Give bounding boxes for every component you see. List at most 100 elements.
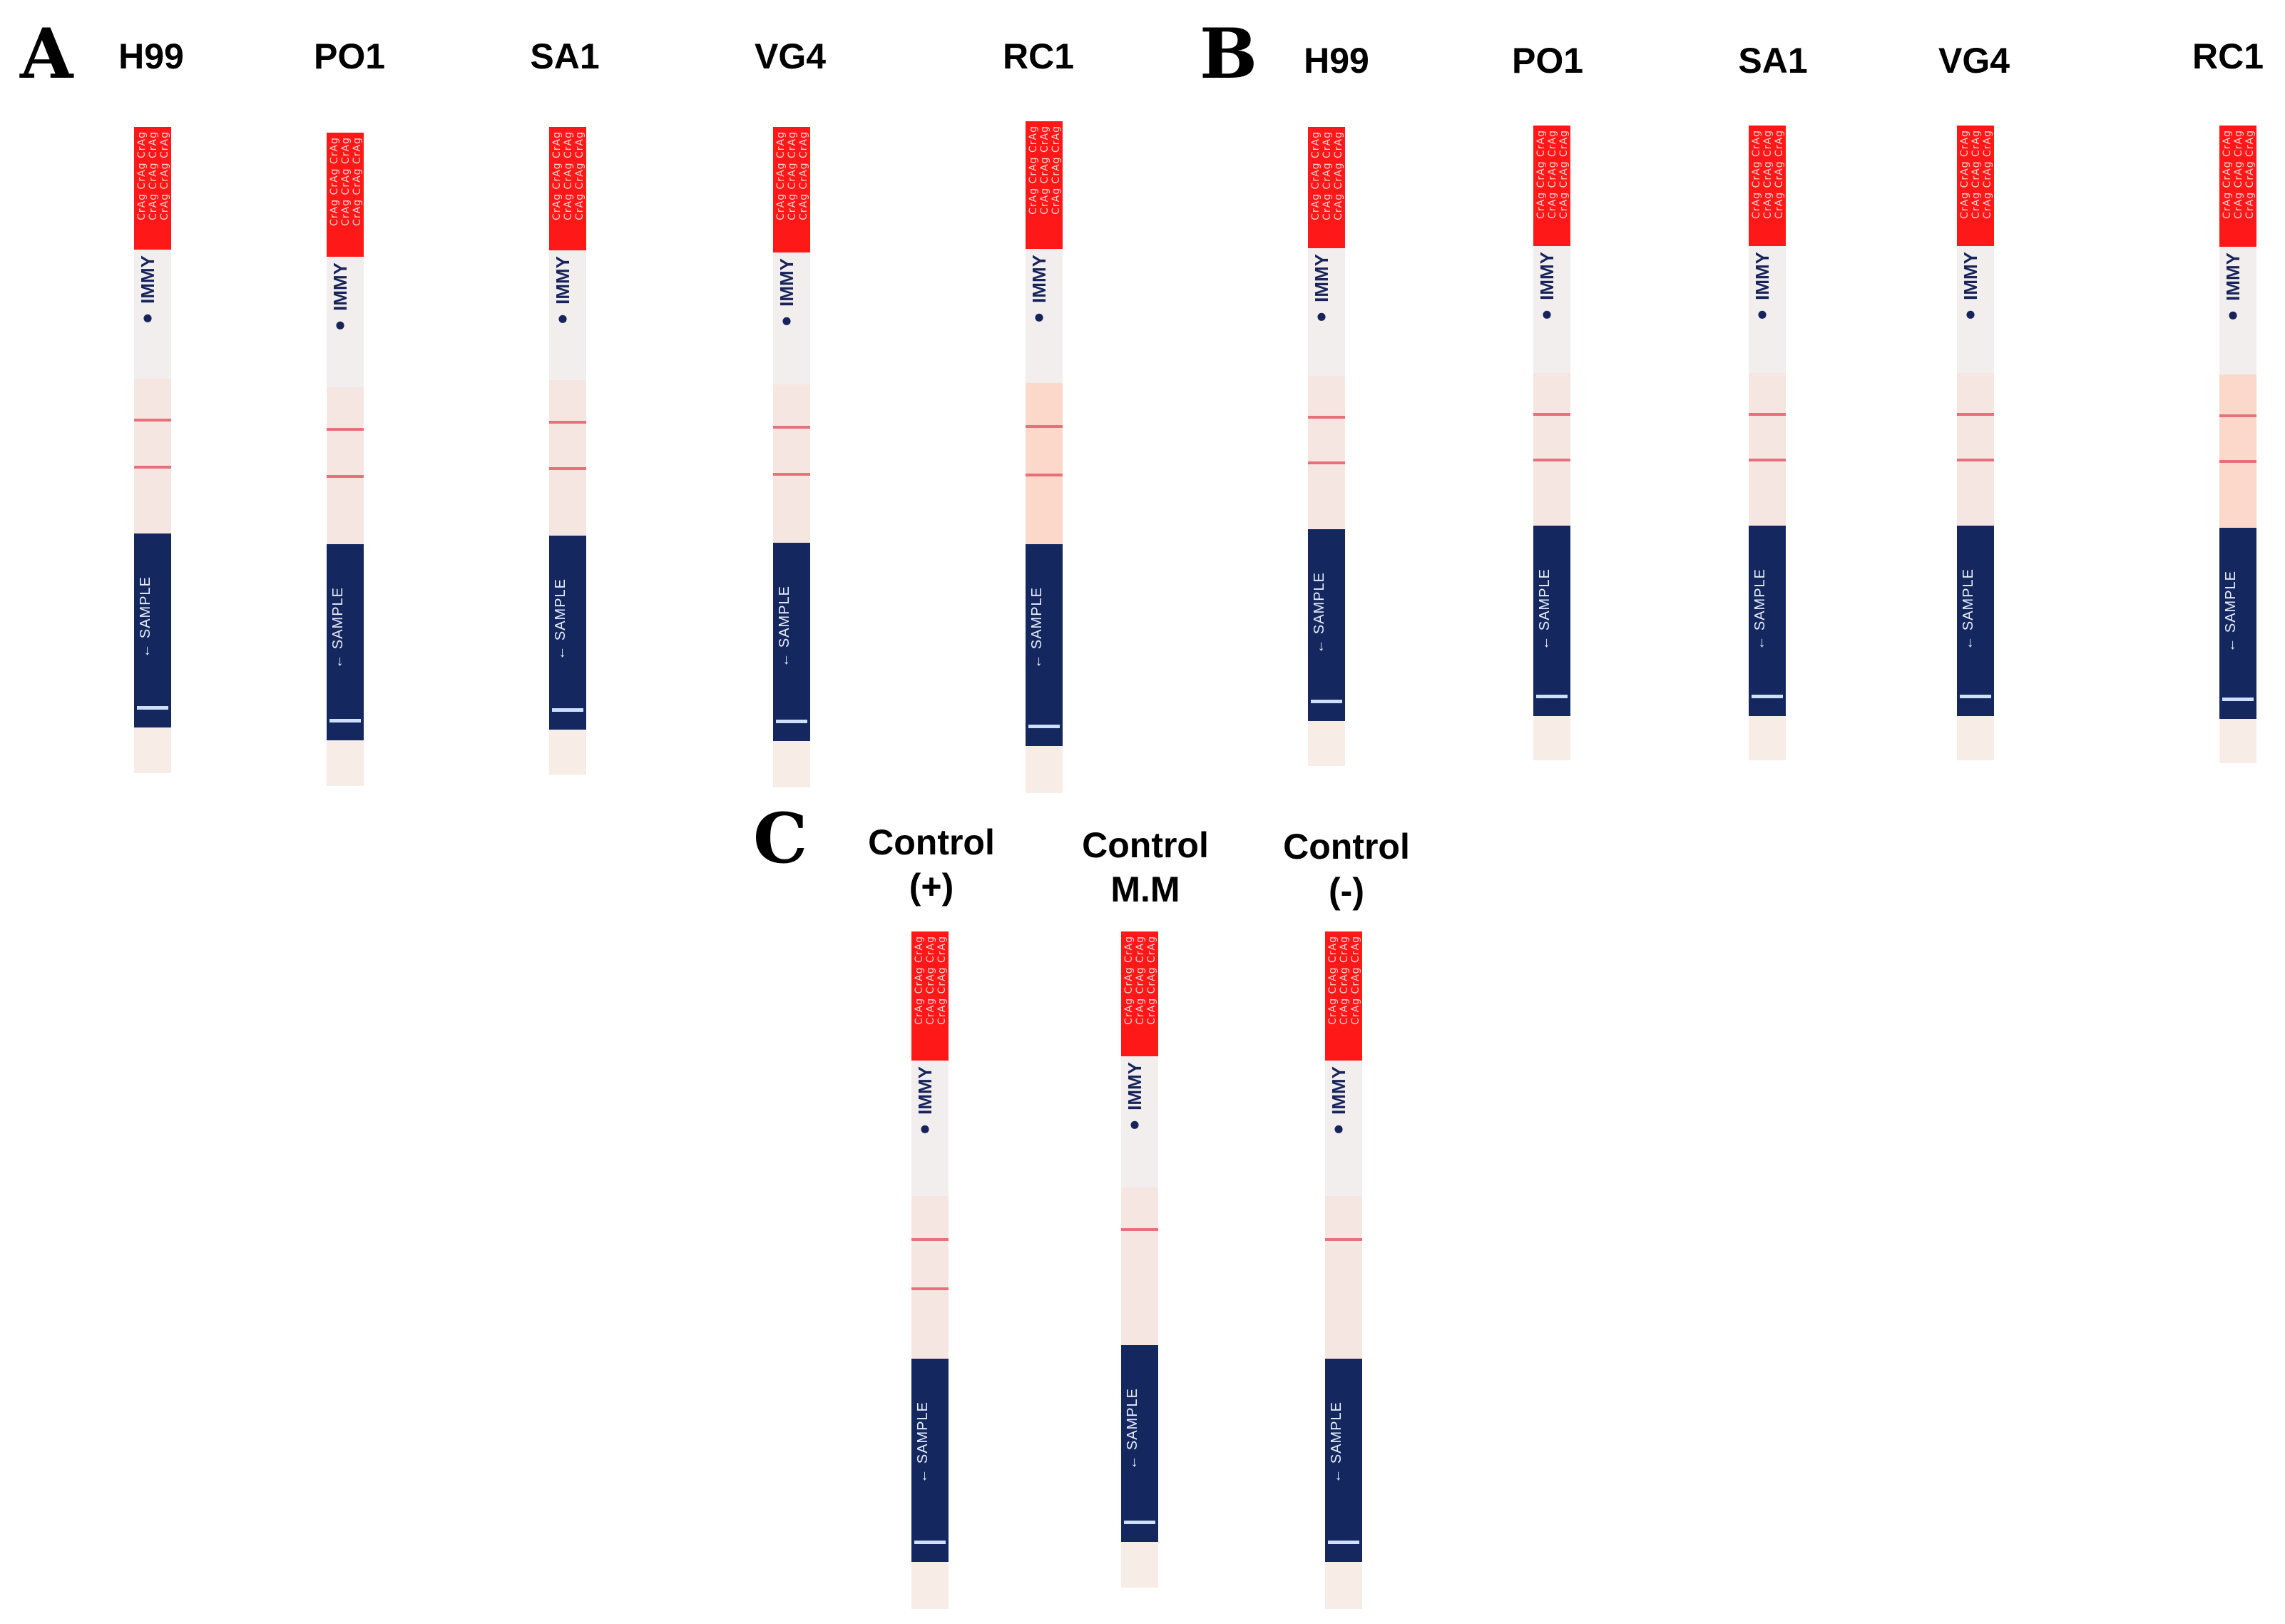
strip-brand-zone: ● IMMY [1957, 246, 1994, 373]
strip-header-text: CrAg CrAg CrAg [1350, 936, 1361, 1025]
strip-membrane [1026, 383, 1063, 544]
strip-brand-zone: ● IMMY [1121, 1056, 1158, 1188]
test-line [911, 1287, 949, 1290]
strip-sample-zone: ← SAMPLE [549, 536, 586, 730]
strip-sample-text: ← SAMPLE [1125, 1388, 1140, 1470]
strip-sample-zone: ← SAMPLE [911, 1359, 949, 1562]
strip-brand-logo: ● IMMY [137, 255, 158, 331]
strip-header-text: CrAg CrAg CrAg [1333, 131, 1344, 220]
strip-sample-zone: ← SAMPLE [1749, 526, 1786, 716]
control-line [2219, 414, 2256, 417]
strip-header-text: CrAg CrAg CrAg [2244, 130, 2256, 219]
strip-max-line [329, 719, 361, 722]
strip-max-line [1752, 695, 1783, 698]
strip-header-text: CrAg CrAg CrAg [787, 131, 798, 220]
strip-membrane [911, 1196, 949, 1359]
strip-max-line [1328, 1541, 1359, 1544]
strip-header-text: CrAg CrAg CrAg [1039, 126, 1051, 215]
label-a-vg4: VG4 [754, 36, 827, 76]
control-line [1533, 413, 1570, 416]
strip-brand-zone: ● IMMY [773, 252, 810, 384]
strip-tip [1325, 1562, 1362, 1609]
strip-membrane [2219, 374, 2256, 528]
strip-sample-text: ← SAMPLE [138, 576, 153, 658]
strip-brand-zone: ● IMMY [2219, 247, 2256, 374]
test-line [1026, 474, 1063, 476]
strip-header-text: CrAg CrAg CrAg [563, 131, 574, 220]
strip-sample-text: ← SAMPLE [553, 578, 568, 660]
strip-header-text: CrAg CrAg CrAg [159, 131, 170, 220]
strip-brand-zone: ● IMMY [911, 1061, 949, 1196]
strip-brand-zone: ● IMMY [549, 250, 586, 380]
strip-sample-zone: ← SAMPLE [327, 544, 364, 740]
test-line [1749, 459, 1786, 461]
control-line [327, 428, 364, 431]
strip-header-text: CrAg CrAg CrAg [1327, 936, 1339, 1025]
strip-sample-text: ← SAMPLE [1029, 587, 1045, 669]
strip-max-line [1124, 1521, 1155, 1524]
label-a-rc1: RC1 [1002, 36, 1075, 76]
strip-header-text: CrAg CrAg CrAg [1123, 936, 1135, 1025]
strip-membrane [1325, 1196, 1362, 1359]
strip-brand-logo: ● IMMY [329, 262, 351, 338]
strip-sample-zone: ← SAMPLE [1308, 529, 1345, 721]
strip-header-text: CrAg CrAg CrAg [1339, 936, 1350, 1025]
strip-brand-logo: ● IMMY [914, 1066, 936, 1142]
strip-tip [134, 727, 171, 773]
strip-max-line [137, 706, 168, 710]
strip-header-text: CrAg CrAg CrAg [1146, 936, 1157, 1025]
control-line [1026, 425, 1063, 428]
strip-max-line [776, 720, 807, 723]
strip-header-text: CrAg CrAg CrAg [1322, 131, 1333, 220]
strip-sample-text: ← SAMPLE [1961, 568, 1976, 650]
label-b-vg4: VG4 [1938, 41, 2010, 81]
test-line [2219, 460, 2256, 463]
strip-header-text: CrAg CrAg CrAg [775, 131, 787, 220]
strip-header-text: CrAg CrAg CrAg [329, 137, 340, 226]
test-line [773, 473, 810, 476]
strip-max-line [1311, 700, 1342, 703]
strip-sample-zone: ← SAMPLE [2219, 528, 2256, 719]
strip-max-line [552, 708, 583, 712]
strip-sample-text: ← SAMPLE [2223, 571, 2239, 653]
control-line [1325, 1238, 1362, 1241]
strip-header-text: CrAg CrAg CrAg [1762, 130, 1774, 219]
strip-brand-logo: ● IMMY [776, 258, 797, 334]
strip-sample-zone: ← SAMPLE [1957, 526, 1994, 716]
test-line [1308, 461, 1345, 464]
strip-membrane [773, 384, 810, 543]
strip-header-text: CrAg CrAg CrAg [1751, 130, 1762, 219]
label-c-negative: Control(-) [1283, 827, 1410, 911]
strip-header-text: CrAg CrAg CrAg [1051, 126, 1062, 215]
test-line [1533, 459, 1570, 461]
strip-header-text: CrAg CrAg CrAg [798, 131, 809, 220]
strip-brand-logo: ● IMMY [1536, 252, 1558, 327]
strip-brand-logo: ● IMMY [1028, 255, 1050, 330]
strip-membrane [1308, 376, 1345, 529]
strip-header-text: CrAg CrAg CrAg [1310, 131, 1322, 220]
strip-header-text: CrAg CrAg CrAg [2233, 130, 2244, 219]
panel-letter-b: B [1200, 14, 1258, 94]
strip-header-text: CrAg CrAg CrAg [136, 131, 148, 220]
control-line [134, 419, 171, 422]
strip-brand-zone: ● IMMY [327, 257, 364, 387]
strip-sample-text: ← SAMPLE [1752, 568, 1768, 650]
strip-max-line [914, 1541, 946, 1544]
strip-sample-zone: ← SAMPLE [134, 533, 171, 727]
strip-header-text: CrAg CrAg CrAg [1028, 126, 1039, 215]
strip-brand-zone: ● IMMY [1749, 246, 1786, 373]
